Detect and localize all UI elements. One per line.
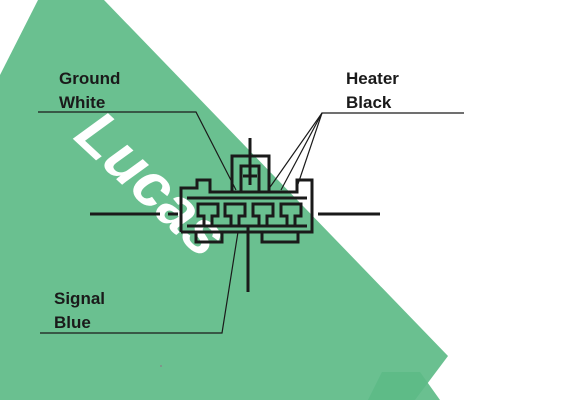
signal-label-line2: Blue: [54, 313, 91, 332]
connector-pins: [196, 202, 303, 228]
connector-skirt-right: [260, 232, 300, 244]
signal-leader: [40, 231, 239, 334]
pin-3: [251, 202, 275, 228]
lucas-watermark: Lucas: [0, 0, 448, 400]
watermark-band: [0, 0, 448, 400]
pin-1: [196, 202, 220, 228]
signal-label: Signal Blue: [54, 287, 105, 335]
ground-label-line1: Ground: [59, 69, 121, 88]
heater-leader-b: [280, 112, 323, 191]
ground-leader: [38, 111, 237, 191]
ground-label-line2: White: [59, 93, 106, 112]
pin-2: [223, 202, 247, 228]
stray-dot: [160, 365, 162, 367]
ground-label: Ground White: [59, 67, 120, 115]
watermark-band-tail: [368, 372, 440, 400]
heater-label: Heater Black: [346, 67, 399, 115]
pin-4: [279, 202, 303, 228]
heater-label-line2: Black: [346, 93, 392, 112]
signal-label-line1: Signal: [54, 289, 106, 308]
heater-leader-a: [267, 112, 464, 191]
heater-leader-c: [295, 112, 323, 191]
leader-lines: [38, 111, 464, 334]
heater-label-line1: Heater: [346, 69, 399, 88]
connector-skirt: [194, 232, 224, 244]
connector-housing: [179, 178, 314, 234]
